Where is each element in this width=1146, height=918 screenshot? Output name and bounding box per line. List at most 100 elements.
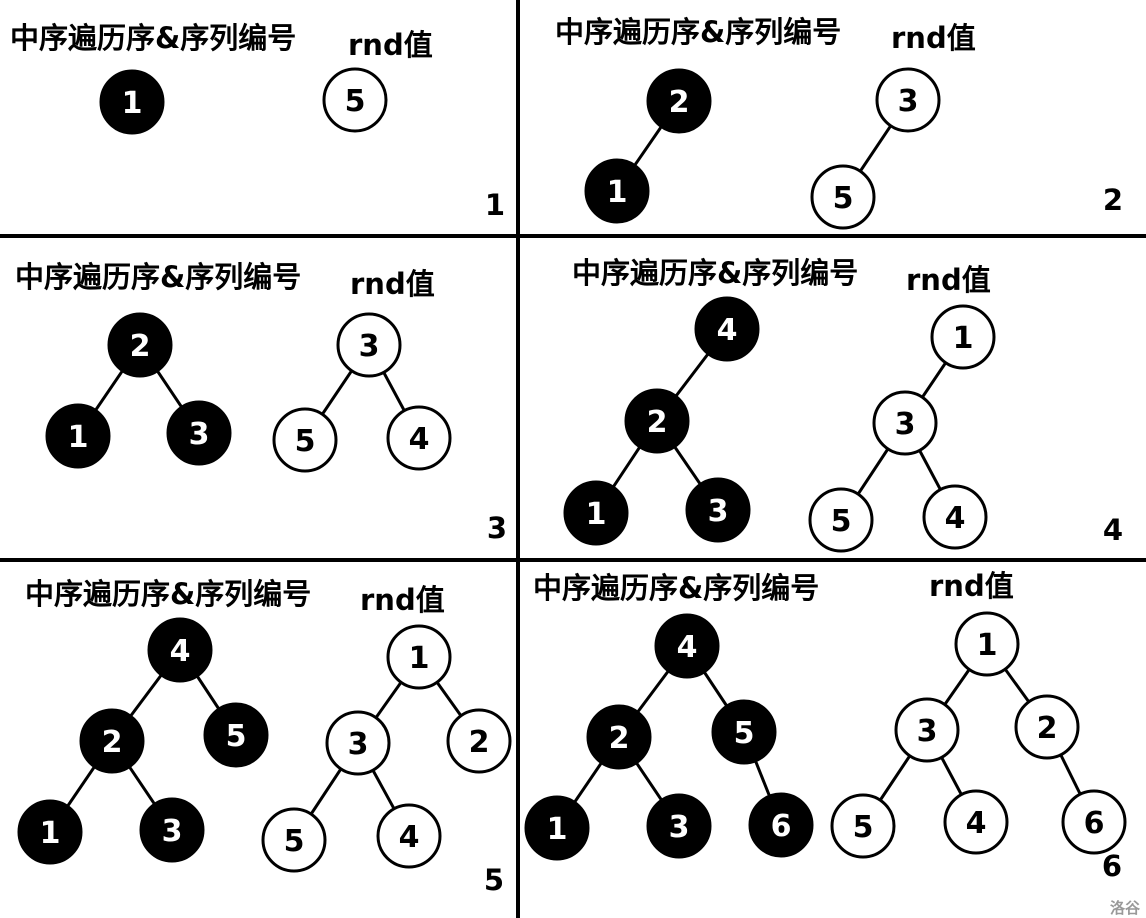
inorder-node: [624, 388, 690, 454]
inorder-node: [107, 312, 173, 378]
inorder-node-label: 2: [130, 329, 151, 364]
inorder-node: [685, 477, 751, 543]
inorder-node-label: 2: [647, 405, 668, 440]
rnd-title: rnd值: [891, 21, 976, 55]
inorder-node-label: 1: [607, 175, 628, 210]
rnd-node-label: 5: [295, 424, 316, 459]
inorder-node: [17, 799, 83, 865]
rnd-node: [943, 789, 1009, 855]
inorder-node: [694, 296, 760, 362]
rnd-node-label: 3: [898, 84, 919, 119]
rnd-title: rnd值: [906, 263, 991, 297]
inorder-node: [563, 480, 629, 546]
inorder-node-label: 1: [68, 420, 89, 455]
rnd-node-label: 4: [966, 806, 987, 841]
rnd-node-label: 4: [399, 820, 420, 855]
inorder-node-label: 4: [170, 634, 191, 669]
rnd-node-label: 2: [469, 725, 490, 760]
rnd-node-label: 3: [348, 727, 369, 762]
inorder-node: [166, 400, 232, 466]
inorder-node-label: 1: [40, 816, 61, 851]
rnd-title: rnd值: [348, 28, 433, 62]
inorder-node: [748, 792, 814, 858]
rnd-node: [386, 405, 452, 471]
rnd-node: [325, 710, 391, 776]
rnd-title: rnd值: [929, 569, 1014, 603]
rnd-node-label: 1: [409, 641, 430, 676]
panel-title: 中序遍历序&序列编号: [533, 571, 819, 605]
rnd-node: [954, 611, 1020, 677]
inorder-node-label: 5: [734, 716, 755, 751]
panel-number: 1: [485, 188, 505, 222]
rnd-node: [922, 484, 988, 550]
panel-title: 中序遍历序&序列编号: [555, 15, 841, 49]
panel-number: 3: [487, 511, 507, 545]
panel-title: 中序遍历序&序列编号: [25, 577, 311, 611]
rnd-node: [1014, 694, 1080, 760]
rnd-node: [446, 708, 512, 774]
inorder-node-label: 5: [226, 719, 247, 754]
inorder-node: [654, 613, 720, 679]
panel-number: 4: [1103, 513, 1123, 547]
rnd-node-label: 5: [831, 504, 852, 539]
inorder-node: [711, 699, 777, 765]
panel-number: 2: [1103, 183, 1123, 217]
rnd-title: rnd值: [350, 267, 435, 301]
panel-title: 中序遍历序&序列编号: [572, 256, 858, 290]
rnd-node-label: 4: [945, 501, 966, 536]
rnd-node: [830, 793, 896, 859]
rnd-node: [875, 67, 941, 133]
rnd-node-label: 5: [284, 824, 305, 859]
rnd-node: [810, 164, 876, 230]
rnd-node: [336, 312, 402, 378]
rnd-node: [872, 390, 938, 456]
rnd-node: [376, 803, 442, 869]
inorder-node-label: 1: [122, 86, 143, 121]
inorder-node: [99, 69, 165, 135]
inorder-node: [139, 797, 205, 863]
inorder-node: [45, 403, 111, 469]
rnd-node-label: 5: [345, 84, 366, 119]
panel-number: 5: [484, 863, 504, 897]
inorder-node-label: 6: [771, 809, 792, 844]
rnd-node: [894, 697, 960, 763]
inorder-node: [524, 795, 590, 861]
panel-title: 中序遍历序&序列编号: [10, 21, 296, 55]
rnd-node: [1061, 789, 1127, 855]
rnd-node: [808, 487, 874, 553]
inorder-node-label: 1: [547, 812, 568, 847]
rnd-node: [261, 807, 327, 873]
inorder-node-label: 3: [669, 810, 690, 845]
inorder-node-label: 2: [669, 85, 690, 120]
rnd-node: [272, 407, 338, 473]
rnd-node-label: 5: [833, 181, 854, 216]
rnd-node-label: 3: [359, 329, 380, 364]
rnd-node-label: 3: [917, 714, 938, 749]
inorder-node-label: 4: [717, 313, 738, 348]
rnd-title: rnd值: [360, 583, 445, 617]
rnd-node: [322, 67, 388, 133]
inorder-node: [586, 704, 652, 770]
rnd-node-label: 4: [409, 422, 430, 457]
inorder-node: [584, 158, 650, 224]
inorder-node: [147, 617, 213, 683]
rnd-node-label: 3: [895, 407, 916, 442]
inorder-node-label: 3: [162, 814, 183, 849]
inorder-node-label: 4: [677, 630, 698, 665]
rnd-node-label: 2: [1037, 711, 1058, 746]
inorder-node-label: 3: [189, 417, 210, 452]
watermark-logo: 洛谷: [1110, 899, 1141, 917]
inorder-node: [646, 793, 712, 859]
rnd-node-label: 1: [977, 628, 998, 663]
inorder-node-label: 3: [708, 494, 729, 529]
rnd-node: [386, 624, 452, 690]
inorder-node: [79, 708, 145, 774]
inorder-node: [203, 702, 269, 768]
panel-title: 中序遍历序&序列编号: [15, 260, 301, 294]
panel-number: 6: [1102, 849, 1122, 883]
rnd-node: [930, 304, 996, 370]
rnd-node-label: 1: [953, 321, 974, 356]
inorder-node: [646, 68, 712, 134]
